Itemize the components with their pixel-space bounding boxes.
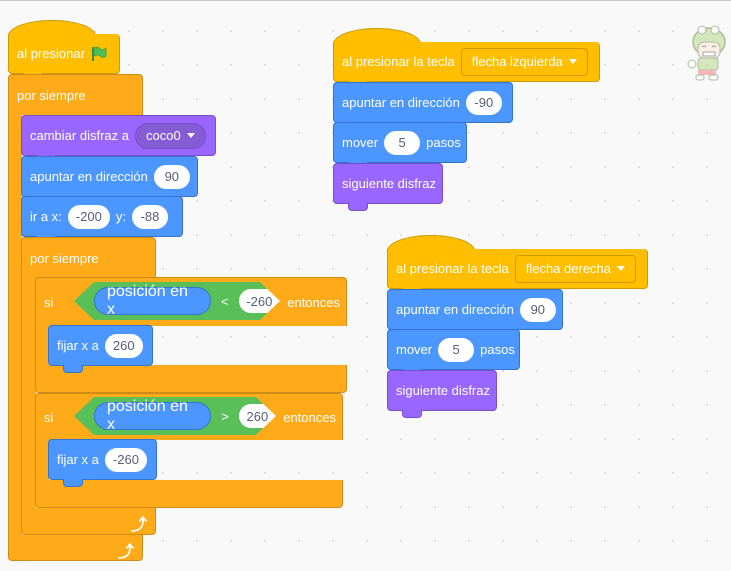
next-costume-block[interactable]: siguiente disfraz	[387, 370, 497, 418]
x-position-reporter[interactable]: posición en x	[94, 287, 211, 315]
move-label: mover	[396, 342, 433, 357]
next-costume-block[interactable]: siguiente disfraz	[333, 163, 443, 211]
point-direction-block[interactable]: apuntar en dirección -90	[333, 82, 513, 130]
then-label: entonces	[287, 294, 340, 310]
point-direction-label: apuntar en dirección	[342, 95, 460, 110]
forever-inner-bottom: ⤴	[21, 508, 156, 535]
forever-inner-arm	[21, 277, 36, 510]
greater-than-operator[interactable]: posición en x > 260	[74, 397, 276, 435]
green-flag-icon	[91, 46, 107, 62]
point-direction-block[interactable]: apuntar en dirección 90	[387, 289, 563, 337]
compare-value-input[interactable]: 260	[239, 404, 276, 428]
steps-suffix: pasos	[480, 342, 515, 357]
costume-dropdown[interactable]: coco0	[134, 122, 206, 149]
hat-label: al presionar la tecla	[342, 54, 455, 69]
when-flag-clicked-block[interactable]: al presionar	[8, 34, 120, 81]
y-input[interactable]: -88	[131, 204, 168, 229]
if-arm-1	[35, 325, 49, 367]
goto-x-label: ir a x:	[30, 209, 62, 224]
if-bottom-2	[35, 480, 343, 508]
switch-costume-block[interactable]: cambiar disfraz a coco0	[21, 115, 216, 163]
dinosaur-sprite-icon	[682, 24, 730, 84]
point-direction-label: apuntar en dirección	[30, 169, 148, 184]
set-x-block-2[interactable]: fijar x a -260	[48, 439, 157, 487]
forever-inner-block[interactable]: por siempre	[21, 237, 156, 278]
next-costume-label: siguiente disfraz	[396, 383, 490, 398]
set-x-label: fijar x a	[57, 338, 99, 353]
forever-outer-arm	[8, 114, 22, 537]
x-position-reporter[interactable]: posición en x	[94, 402, 211, 430]
key-dropdown[interactable]: flecha izquierda	[460, 47, 588, 76]
goto-y-label: y:	[115, 209, 126, 224]
set-x-block-1[interactable]: fijar x a 260	[48, 325, 153, 373]
point-direction-label: apuntar en dirección	[396, 302, 514, 317]
steps-input[interactable]: 5	[384, 130, 421, 155]
goto-xy-block[interactable]: ir a x: -200 y: -88	[21, 196, 183, 244]
steps-input[interactable]: 5	[438, 337, 475, 362]
key-value: flecha izquierda	[471, 54, 563, 69]
point-direction-block[interactable]: apuntar en dirección 90	[21, 156, 198, 204]
switch-costume-label: cambiar disfraz a	[30, 128, 129, 143]
loop-arrow-icon: ⤴	[117, 544, 134, 561]
greater-than-symbol: >	[221, 408, 229, 424]
hat-label: al presionar la tecla	[396, 261, 509, 276]
loop-arrow-icon: ⤴	[130, 517, 147, 534]
if-label: si	[44, 294, 54, 310]
hat-label: al presionar	[17, 46, 85, 61]
set-x-input[interactable]: -260	[104, 447, 147, 472]
forever-label: por siempre	[17, 87, 86, 103]
next-costume-label: siguiente disfraz	[342, 176, 436, 191]
then-label: entonces	[283, 409, 336, 425]
move-label: mover	[342, 135, 379, 150]
when-key-pressed-block[interactable]: al presionar la tecla flecha derecha	[387, 249, 648, 296]
less-than-symbol: <	[221, 293, 229, 309]
forever-outer-bottom: ⤴	[8, 535, 143, 561]
if-label: si	[44, 409, 54, 425]
chevron-down-icon	[617, 266, 626, 271]
costume-value: coco0	[145, 128, 181, 143]
steps-suffix: pasos	[426, 135, 461, 150]
x-input[interactable]: -200	[67, 204, 110, 229]
chevron-down-icon	[186, 133, 195, 138]
set-x-input[interactable]: 260	[104, 333, 143, 358]
key-dropdown[interactable]: flecha derecha	[514, 254, 637, 283]
key-value: flecha derecha	[525, 261, 612, 276]
less-than-operator[interactable]: posición en x < -260	[74, 282, 280, 320]
forever-outer-block[interactable]: por siempre	[8, 74, 143, 115]
direction-input[interactable]: -90	[465, 90, 502, 115]
direction-input[interactable]: 90	[519, 297, 556, 322]
if-arm-2	[35, 439, 49, 482]
if-bottom-1	[35, 365, 347, 393]
move-steps-block[interactable]: mover 5 pasos	[387, 329, 520, 377]
chevron-down-icon	[568, 59, 577, 64]
move-steps-block[interactable]: mover 5 pasos	[333, 122, 467, 170]
forever-inner-label: por siempre	[30, 250, 99, 266]
set-x-label: fijar x a	[57, 452, 99, 467]
direction-input[interactable]: 90	[153, 164, 190, 189]
when-key-pressed-block[interactable]: al presionar la tecla flecha izquierda	[333, 42, 600, 89]
workspace-top-border	[0, 0, 731, 1]
